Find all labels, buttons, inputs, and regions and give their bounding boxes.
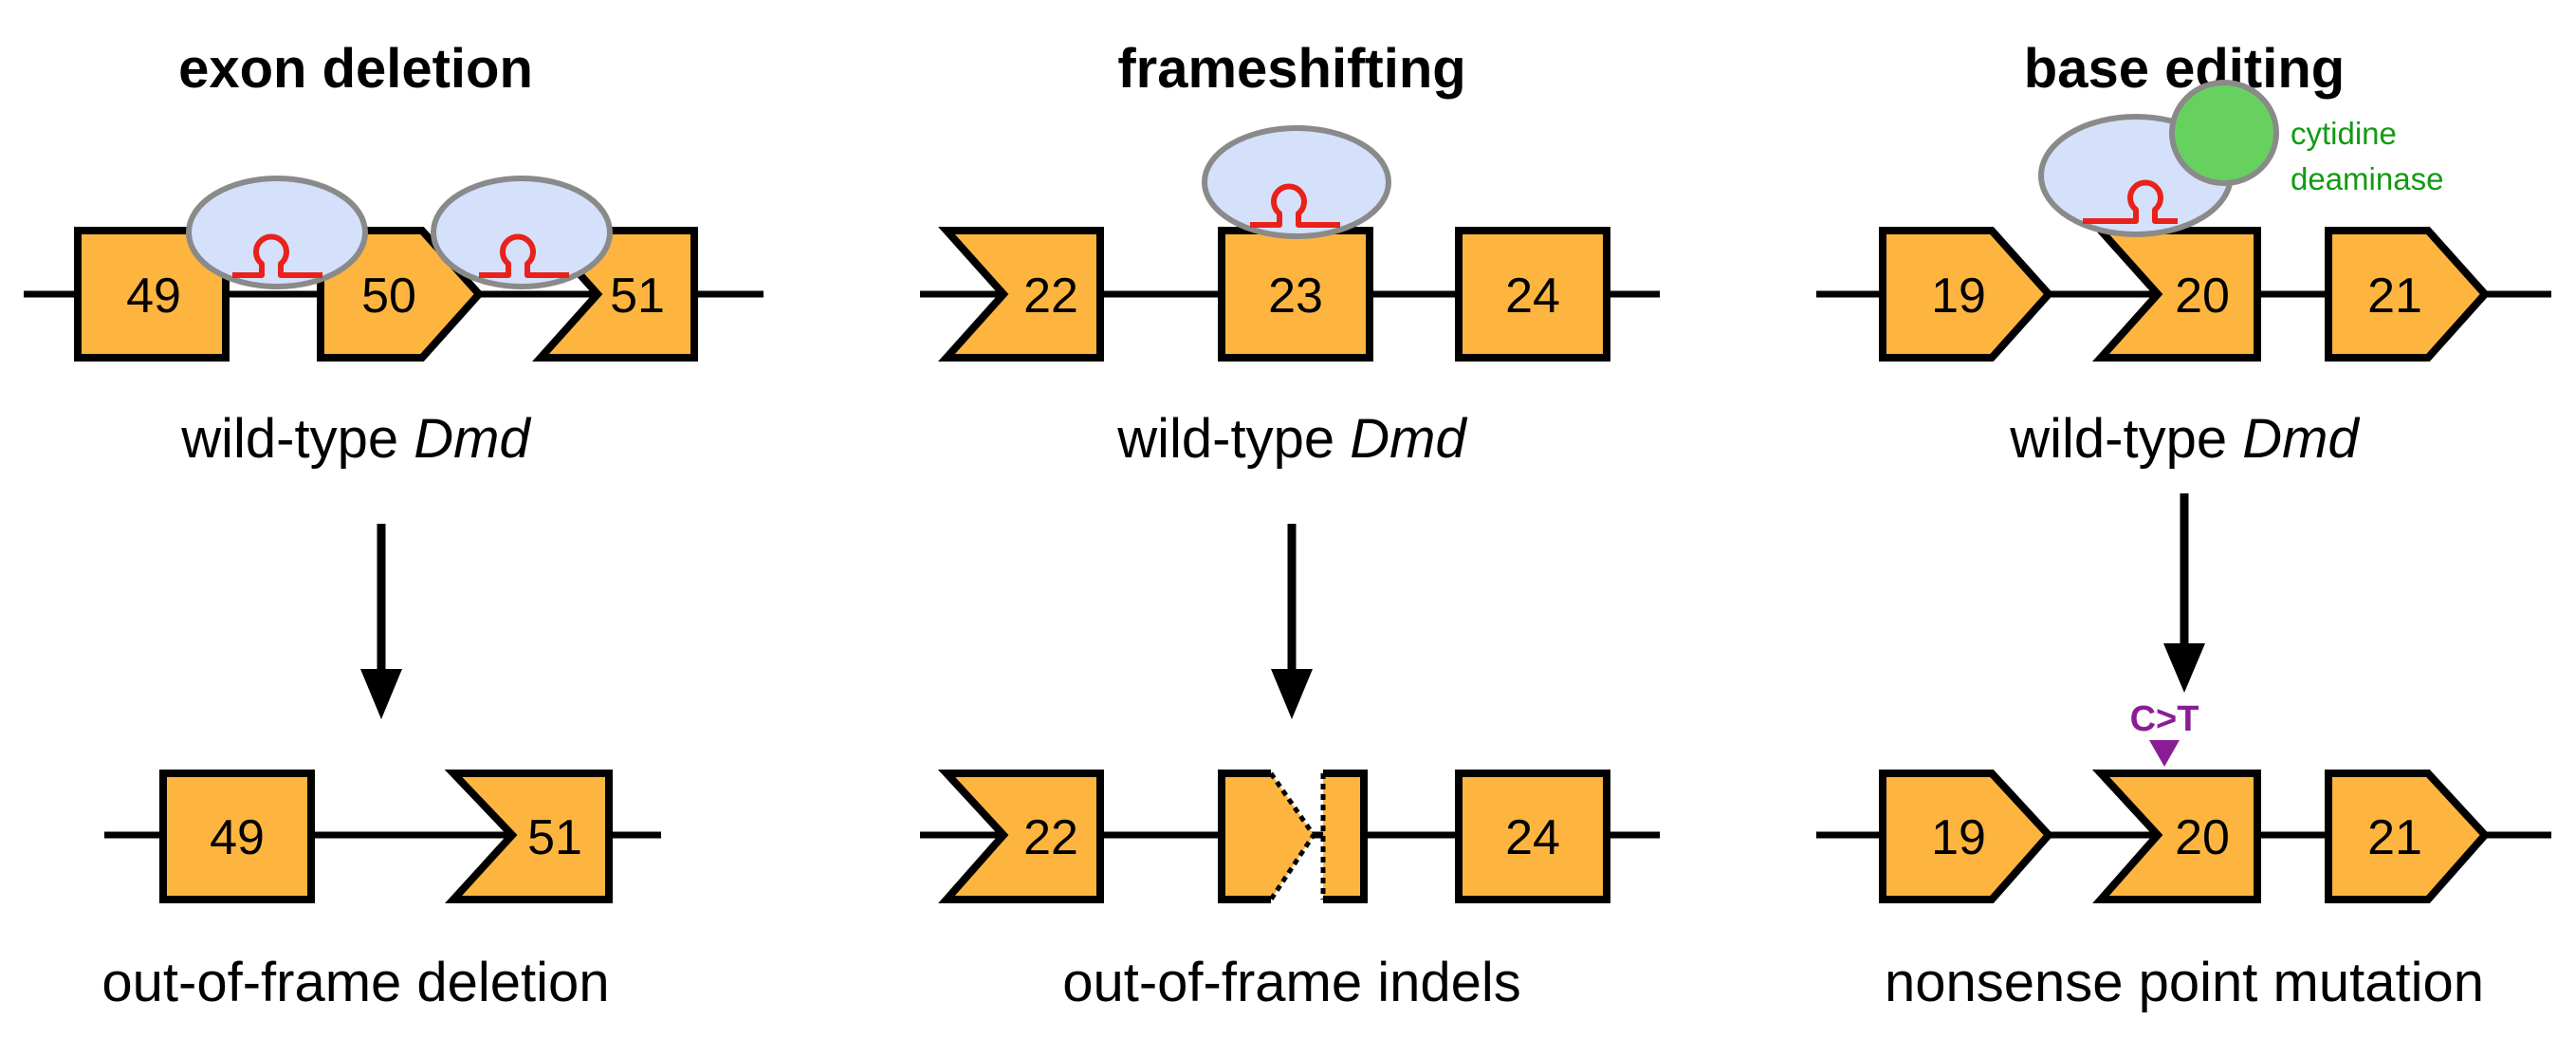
exon-number: 21 bbox=[2367, 269, 2422, 324]
caption-plain: wild-type bbox=[180, 408, 414, 470]
exon-21: 21 bbox=[2325, 770, 2491, 903]
cut-edge-dashed bbox=[1268, 771, 1317, 901]
top-caption: wild-type Dmd bbox=[180, 408, 531, 470]
exon-24: 24 bbox=[1455, 770, 1610, 903]
cas9-ellipse bbox=[1202, 125, 1391, 239]
guide-rna-icon bbox=[2083, 179, 2178, 224]
exon-22: 22 bbox=[937, 770, 1104, 903]
exon-20: 20 bbox=[2091, 770, 2261, 903]
cas9-complex bbox=[186, 176, 368, 289]
exon-23-right-border bbox=[1323, 770, 1368, 903]
cas9-ellipse bbox=[431, 176, 613, 289]
exon-number: 20 bbox=[2175, 269, 2230, 324]
panel-exon-deletion: exon deletion 49 50 51 wild-type Dmd bbox=[24, 38, 764, 1013]
bottom-caption: out-of-frame deletion bbox=[101, 952, 609, 1013]
exon-23-left-border bbox=[1218, 770, 1271, 903]
bottom-caption: out-of-frame indels bbox=[1062, 952, 1521, 1013]
caption-gene-name: Dmd bbox=[1350, 408, 1467, 470]
exon-49: 49 bbox=[159, 770, 315, 903]
panel-title: frameshifting bbox=[1117, 38, 1465, 100]
mutation-triangle-icon bbox=[2149, 740, 2180, 767]
exon-number: 19 bbox=[1931, 269, 1986, 324]
panel-title: base editing bbox=[2024, 38, 2345, 100]
guide-rna-icon bbox=[232, 233, 322, 278]
exon-number: 22 bbox=[1023, 810, 1078, 865]
exon-number: 21 bbox=[2367, 810, 2422, 865]
guide-rna-icon bbox=[479, 233, 569, 278]
down-arrow bbox=[2163, 493, 2205, 693]
enzyme-label-line1: cytidine bbox=[2291, 116, 2397, 151]
exon-shape bbox=[1455, 227, 1610, 362]
exon-23-right-fragment bbox=[1323, 773, 1364, 900]
exon-shape bbox=[937, 770, 1104, 903]
exon-24: 24 bbox=[1455, 227, 1610, 362]
exon-shape bbox=[444, 770, 613, 903]
exon-shape bbox=[2092, 227, 2261, 362]
top-caption: wild-type Dmd bbox=[2009, 408, 2360, 470]
panel-base-editing: base editing 19 20 21 cytidine deaminase… bbox=[1816, 38, 2551, 1013]
cas9-complex bbox=[431, 176, 613, 289]
exon-number: 20 bbox=[2175, 810, 2230, 865]
exon-shape bbox=[1879, 227, 2054, 362]
exon-number: 49 bbox=[210, 810, 265, 865]
bottom-caption: nonsense point mutation bbox=[1885, 952, 2484, 1013]
exon-19: 19 bbox=[1879, 770, 2054, 903]
exon-21: 21 bbox=[2325, 227, 2491, 362]
exon-shape bbox=[317, 227, 485, 362]
caption-plain: wild-type bbox=[2009, 408, 2242, 470]
mutation-label: C>T bbox=[2130, 699, 2199, 739]
exon-23: 23 bbox=[1218, 227, 1373, 362]
exon-number: 24 bbox=[1505, 810, 1560, 865]
exon-50: 50 bbox=[317, 227, 485, 362]
down-arrow bbox=[360, 524, 402, 719]
exon-number: 19 bbox=[1931, 810, 1986, 865]
exon-22: 22 bbox=[938, 227, 1104, 362]
exon-number: 22 bbox=[1023, 269, 1078, 324]
exon-number: 49 bbox=[126, 269, 181, 324]
exon-shape bbox=[2091, 770, 2261, 903]
exon-49: 49 bbox=[74, 227, 230, 362]
exon-number: 23 bbox=[1268, 269, 1323, 324]
exon-number: 51 bbox=[527, 810, 582, 865]
panel-title: exon deletion bbox=[178, 38, 533, 100]
down-arrow bbox=[1271, 524, 1313, 719]
exon-19: 19 bbox=[1879, 227, 2054, 362]
exon-shape bbox=[74, 227, 230, 362]
base-editor-complex: cytidine deaminase bbox=[2038, 80, 2443, 237]
exon-23-left-fragment bbox=[1222, 773, 1314, 900]
exon-shape bbox=[2325, 770, 2491, 903]
exon-number: 24 bbox=[1505, 269, 1560, 324]
exon-51: 51 bbox=[444, 770, 613, 903]
caption-gene-name: Dmd bbox=[2242, 408, 2360, 470]
guide-rna-icon bbox=[1250, 183, 1340, 228]
top-caption: wild-type Dmd bbox=[1116, 408, 1467, 470]
cytidine-deaminase-ellipse bbox=[2169, 80, 2279, 186]
exon-shape bbox=[2325, 227, 2491, 362]
exon-shape bbox=[1879, 770, 2054, 903]
cas9-complex bbox=[1202, 125, 1391, 239]
exon-shape bbox=[159, 770, 315, 903]
exon-number: 51 bbox=[610, 269, 665, 324]
cas9-ellipse bbox=[186, 176, 368, 289]
enzyme-label-line2: deaminase bbox=[2291, 161, 2443, 196]
panel-frameshifting: frameshifting 22 23 24 wild-type Dmd 22 bbox=[920, 38, 1660, 1013]
exon-number: 50 bbox=[361, 269, 416, 324]
exon-23-indel bbox=[1218, 770, 1368, 903]
exon-shape bbox=[1455, 770, 1610, 903]
exon-shape bbox=[938, 227, 1104, 362]
caption-gene-name: Dmd bbox=[414, 408, 531, 470]
mutation-marker: C>T bbox=[2130, 699, 2199, 767]
caption-plain: wild-type bbox=[1116, 408, 1350, 470]
exon-20: 20 bbox=[2092, 227, 2261, 362]
